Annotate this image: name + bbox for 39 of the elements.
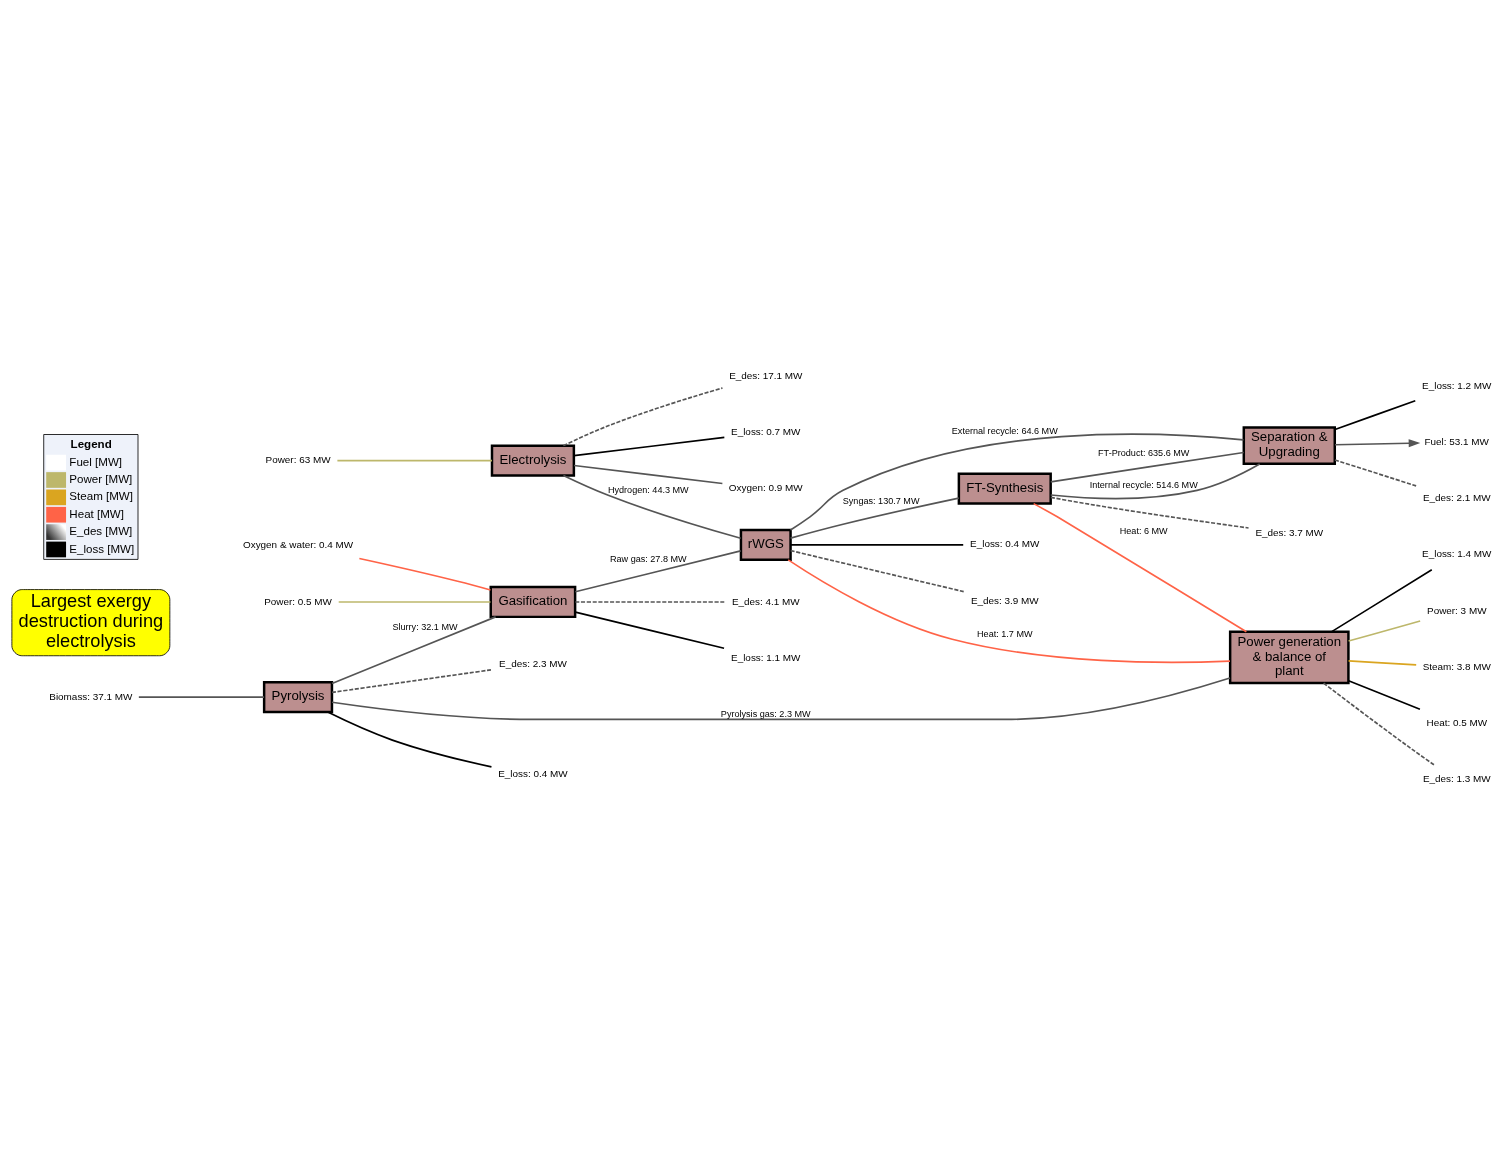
- node-text: E_des: 3.7 MW: [1255, 526, 1324, 538]
- node-text: E_des: 2.3 MW: [499, 657, 567, 669]
- edge-label: Pyrolysis gas: 2.3 MW: [720, 708, 811, 719]
- edge-label: Hydrogen: 44.3 MW: [607, 484, 689, 495]
- node-text: E_loss: 1.2 MW: [1422, 379, 1492, 391]
- edge-label: Raw gas: 27.8 MW: [609, 554, 687, 565]
- node-text: E_loss: 1.1 MW: [731, 651, 801, 663]
- node-text: Heat: 0.5 MW: [1426, 717, 1488, 729]
- legend-label: Fuel [MW]: [69, 455, 123, 468]
- node-text: Biomass: 37.1 MW: [49, 690, 133, 702]
- label: Legend: [70, 437, 112, 450]
- node-text: E_des: 2.1 MW: [1422, 492, 1491, 504]
- node-text: Power: 3 MW: [1427, 604, 1487, 616]
- edge-label: Heat: 1.7 MW: [977, 628, 1033, 639]
- node-text: E_loss: 0.4 MW: [498, 768, 568, 780]
- node-text: E_des: 4.1 MW: [731, 595, 800, 607]
- edge-label: Slurry: 32.1 MW: [392, 621, 458, 632]
- edge-label: External recycle: 64.6 MW: [951, 425, 1058, 436]
- legend-label: Heat [MW]: [69, 507, 124, 520]
- legend-label: E_des [MW]: [69, 525, 133, 538]
- node-text: E_des: 3.9 MW: [970, 594, 1039, 606]
- node-text: Power: 63 MW: [265, 454, 331, 466]
- node-text: E_des: 17.1 MW: [729, 369, 803, 381]
- node-text: Oxygen: 0.9 MW: [728, 482, 803, 494]
- legend-label: Steam [MW]: [69, 490, 133, 503]
- legend-label: Power [MW]: [69, 473, 133, 486]
- node-text: E_loss: 0.4 MW: [970, 538, 1040, 550]
- node-text: E_loss: 0.7 MW: [731, 426, 801, 437]
- node-text: E_loss: 1.4 MW: [1422, 548, 1492, 560]
- node-text: E_des: 1.3 MW: [1422, 773, 1491, 785]
- edge-label: Syngas: 130.7 MW: [842, 496, 920, 507]
- node-text: Oxygen & water: 0.4 MW: [242, 539, 354, 551]
- edge-label: Heat: 6 MW: [1119, 526, 1168, 536]
- legend-label: E_loss [MW]: [69, 542, 135, 555]
- edge-label: Internal recycle: 514.6 MW: [1089, 479, 1198, 490]
- node-text: Fuel: 53.1 MW: [1424, 435, 1489, 447]
- node-text: Power: 0.5 MW: [264, 595, 332, 607]
- edge-label: FT-Product: 635.6 MW: [1098, 448, 1190, 459]
- node-text: Steam: 3.8 MW: [1422, 660, 1491, 672]
